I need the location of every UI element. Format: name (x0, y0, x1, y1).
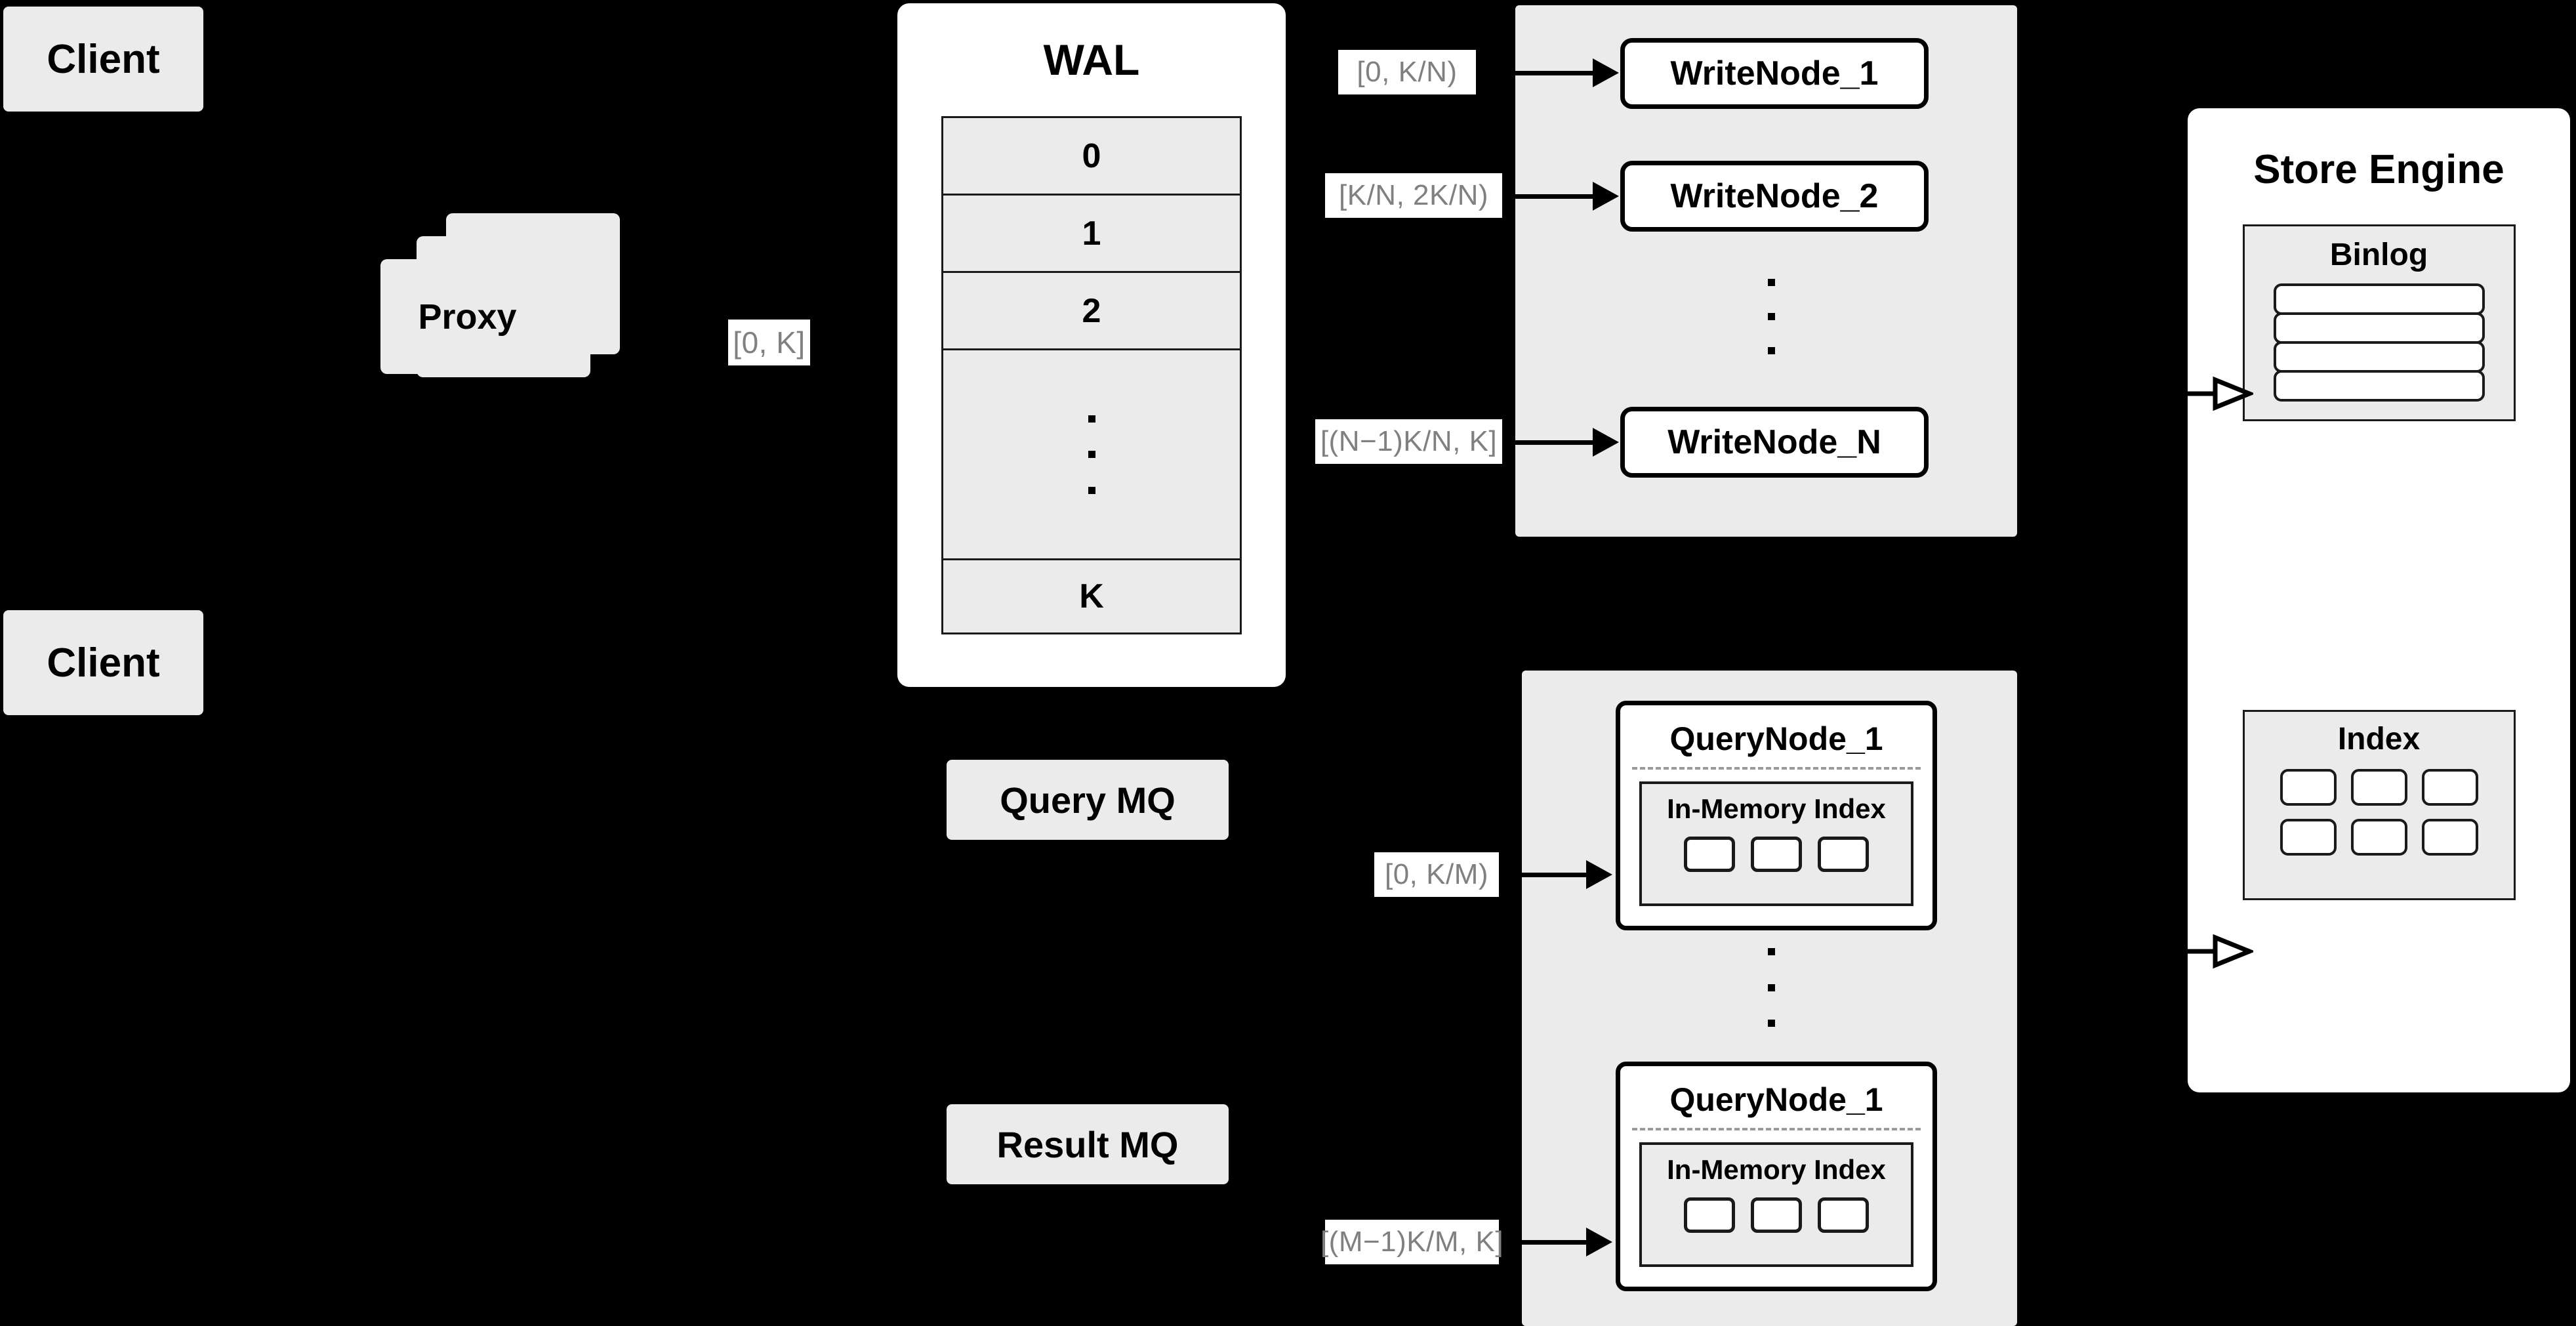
query-node-m-index-slot-2 (1751, 1197, 1802, 1233)
query-node-1-divider (1632, 767, 1921, 770)
range-label-write-1-text: [0, K/N) (1357, 56, 1458, 88)
write-node-2[interactable]: WriteNode_2 (1620, 161, 1929, 232)
client-node-2[interactable]: Client (3, 610, 203, 715)
wal-table: 0 1 2 K (941, 116, 1242, 634)
client-node-1-label: Client (47, 36, 160, 82)
query-node-ellipsis (1767, 948, 1776, 1027)
arrow-head-write-2 (1593, 182, 1619, 211)
wal-row-ellipsis (943, 350, 1240, 560)
wal-row-1-label: 1 (1082, 214, 1101, 253)
query-node-m-divider (1632, 1128, 1921, 1130)
range-label-write-2: [K/N, 2K/N) (1325, 173, 1502, 218)
proxy-stack[interactable]: Proxy (380, 213, 623, 423)
binlog-row-4 (2273, 370, 2485, 402)
index-slot-4 (2280, 819, 2337, 856)
index-slot-5 (2350, 819, 2407, 856)
write-node-1[interactable]: WriteNode_1 (1620, 38, 1929, 109)
query-node-m-index-slot-3 (1818, 1197, 1869, 1233)
wal-row-1: 1 (943, 196, 1240, 273)
query-node-1-in-memory-index: In-Memory Index (1639, 781, 1913, 906)
wal-container: WAL 0 1 2 K (897, 3, 1286, 687)
index-slot-6 (2421, 819, 2478, 856)
binlog-title: Binlog (2329, 238, 2428, 272)
wal-row-k-label: K (1079, 577, 1104, 615)
wal-ellipsis-icon (1088, 415, 1095, 494)
index-slot-2 (2350, 769, 2407, 806)
write-node-1-label: WriteNode_1 (1670, 54, 1879, 93)
range-label-write-1: [0, K/N) (1338, 50, 1476, 94)
query-node-m[interactable]: QueryNode_1 In-Memory Index (1616, 1062, 1937, 1291)
arrow-hollow-index (2181, 934, 2253, 969)
wal-row-k: K (943, 560, 1240, 632)
query-mq-node[interactable]: Query MQ (947, 760, 1229, 840)
binlog-row-2 (2273, 312, 2485, 344)
arrow-head-query-m (1586, 1228, 1612, 1256)
proxy-card-front[interactable]: Proxy (380, 259, 554, 374)
binlog-row-3 (2273, 341, 2485, 373)
index-title: Index (2337, 722, 2421, 756)
query-node-1-index-slot-2 (1751, 837, 1802, 872)
query-node-m-label: QueryNode_1 (1669, 1081, 1883, 1118)
write-node-n[interactable]: WriteNode_N (1620, 407, 1929, 478)
arrow-line-write-1 (1509, 71, 1601, 75)
range-label-query-m-text: [(M−1)K/M, K] (1320, 1226, 1504, 1258)
query-node-m-in-memory-index: In-Memory Index (1639, 1142, 1913, 1267)
result-mq-node[interactable]: Result MQ (947, 1104, 1229, 1184)
arrow-line-write-n (1509, 440, 1601, 445)
wal-row-0: 0 (943, 118, 1240, 196)
query-node-m-index-title: In-Memory Index (1667, 1154, 1886, 1185)
store-engine-container: Store Engine Binlog Index (2188, 108, 2570, 1092)
query-node-1-label: QueryNode_1 (1669, 720, 1883, 757)
write-node-ellipsis (1767, 279, 1776, 354)
range-label-query-1-text: [0, K/M) (1384, 858, 1489, 890)
range-label-query-1: [0, K/M) (1374, 852, 1499, 897)
query-node-1-index-slot-1 (1684, 837, 1735, 872)
client-node-1[interactable]: Client (3, 7, 203, 112)
range-label-proxy-to-wal-text: [0, K] (733, 325, 806, 360)
query-mq-label: Query MQ (1000, 779, 1176, 821)
index-slot-1 (2280, 769, 2337, 806)
range-label-write-n-text: [(N−1)K/N, K] (1320, 425, 1498, 457)
write-node-2-label: WriteNode_2 (1670, 177, 1879, 215)
store-engine-title: Store Engine (2253, 147, 2504, 192)
query-node-1[interactable]: QueryNode_1 In-Memory Index (1616, 701, 1937, 930)
arrow-head-write-n (1593, 428, 1619, 457)
arrow-line-query-m (1509, 1240, 1594, 1245)
arrow-hollow-binlog (2181, 376, 2253, 411)
range-label-write-2-text: [K/N, 2K/N) (1339, 179, 1488, 211)
range-label-write-n: [(N−1)K/N, K] (1315, 419, 1502, 464)
wal-row-0-label: 0 (1082, 136, 1101, 175)
client-node-2-label: Client (47, 640, 160, 686)
wal-row-2: 2 (943, 273, 1240, 350)
arrow-line-query-1 (1509, 873, 1594, 877)
range-label-proxy-to-wal: [0, K] (728, 320, 810, 365)
wal-title: WAL (1043, 35, 1140, 84)
arrow-head-query-1 (1586, 860, 1612, 889)
query-node-1-index-title: In-Memory Index (1667, 793, 1886, 824)
binlog-row-1 (2273, 283, 2485, 315)
binlog-panel: Binlog (2242, 224, 2516, 421)
write-node-n-label: WriteNode_N (1667, 423, 1881, 461)
index-panel: Index (2242, 710, 2516, 900)
arrow-line-write-2 (1509, 194, 1601, 199)
query-node-m-index-slot-1 (1684, 1197, 1735, 1233)
index-slot-3 (2421, 769, 2478, 806)
result-mq-label: Result MQ (996, 1123, 1179, 1165)
proxy-label: Proxy (418, 297, 517, 337)
wal-row-2-label: 2 (1082, 291, 1101, 330)
arrow-head-write-1 (1593, 58, 1619, 87)
query-node-1-index-slot-3 (1818, 837, 1869, 872)
range-label-query-m: [(M−1)K/M, K] (1320, 1220, 1503, 1264)
